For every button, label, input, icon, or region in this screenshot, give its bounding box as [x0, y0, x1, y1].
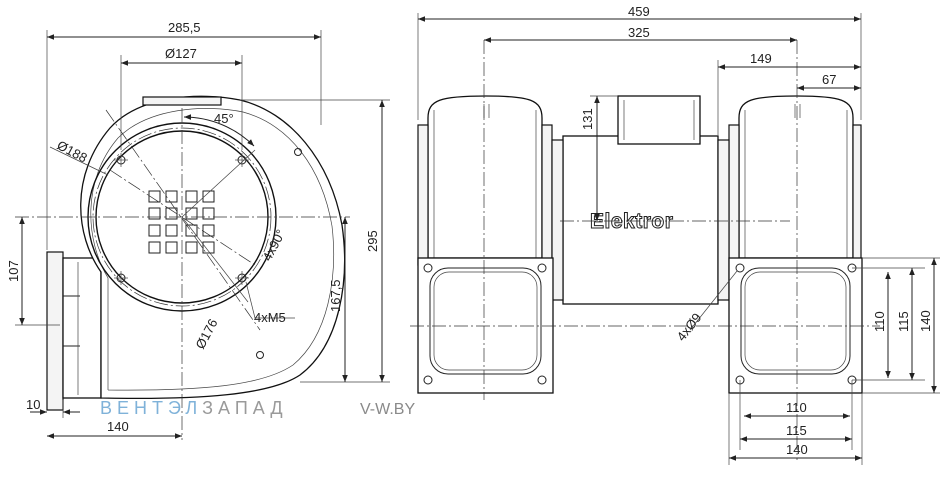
dim-flange-110-horizontal: 110 — [786, 400, 807, 415]
mounting-holes-front — [114, 148, 302, 359]
dim-length-149: 149 — [750, 51, 772, 66]
right-housing — [738, 95, 854, 259]
dim-285-5: 285,5 — [168, 20, 201, 35]
dim-width-140: 140 — [107, 419, 129, 434]
dim-flange-115-horizontal: 115 — [786, 423, 807, 438]
brand-url: V-W.BY — [360, 401, 415, 418]
watermark: ВЕНТЭЛЗАПАД V-W.BY — [100, 398, 415, 418]
outlet-duct — [62, 257, 102, 399]
outlet-flange — [46, 251, 64, 411]
brand-part-2: ЭЛ — [168, 398, 202, 418]
svg-text:ВЕНТЭЛЗАПАД: ВЕНТЭЛЗАПАД — [100, 398, 288, 418]
terminal-box — [617, 95, 701, 145]
dim-length-459: 459 — [628, 4, 650, 19]
dim-length-325: 325 — [628, 25, 650, 40]
dim-height-167-5: 167,5 — [328, 279, 343, 312]
dim-flange-140-vertical: 140 — [918, 310, 933, 332]
dim-diameter-127: Ø127 — [165, 46, 197, 61]
scroll-housing — [80, 95, 346, 400]
motor-brand-label: Elektror — [590, 210, 673, 233]
dim-height-295: 295 — [365, 230, 380, 252]
left-outlet-flange — [417, 257, 554, 394]
brand-part-1: ВЕНТ — [100, 398, 168, 418]
brand-part-3: ЗАПАД — [202, 398, 287, 418]
dim-diameter-188: Ø188 — [55, 137, 90, 165]
dim-flange-115-vertical: 115 — [896, 311, 911, 332]
dim-holes-4x9: 4xØ9 — [674, 310, 705, 344]
dim-height-131: 131 — [580, 108, 595, 130]
dim-height-107: 107 — [6, 260, 21, 282]
front-view: 285,5 Ø127 45° Ø188 Ø176 4x90° 4xM5 107 … — [6, 20, 390, 440]
motor-body — [562, 135, 719, 305]
left-housing — [427, 95, 543, 259]
right-outlet-flange — [728, 257, 863, 394]
dim-offset-10: 10 — [26, 397, 40, 412]
dim-flange-110-vertical: 110 — [872, 311, 887, 332]
dim-length-67: 67 — [822, 72, 836, 87]
dim-thread-4xM5: 4xM5 — [254, 310, 286, 325]
dim-angle-45: 45° — [214, 111, 234, 126]
dim-flange-140-horizontal: 140 — [786, 442, 808, 457]
side-view: Elektror 459 325 149 — [410, 4, 940, 465]
